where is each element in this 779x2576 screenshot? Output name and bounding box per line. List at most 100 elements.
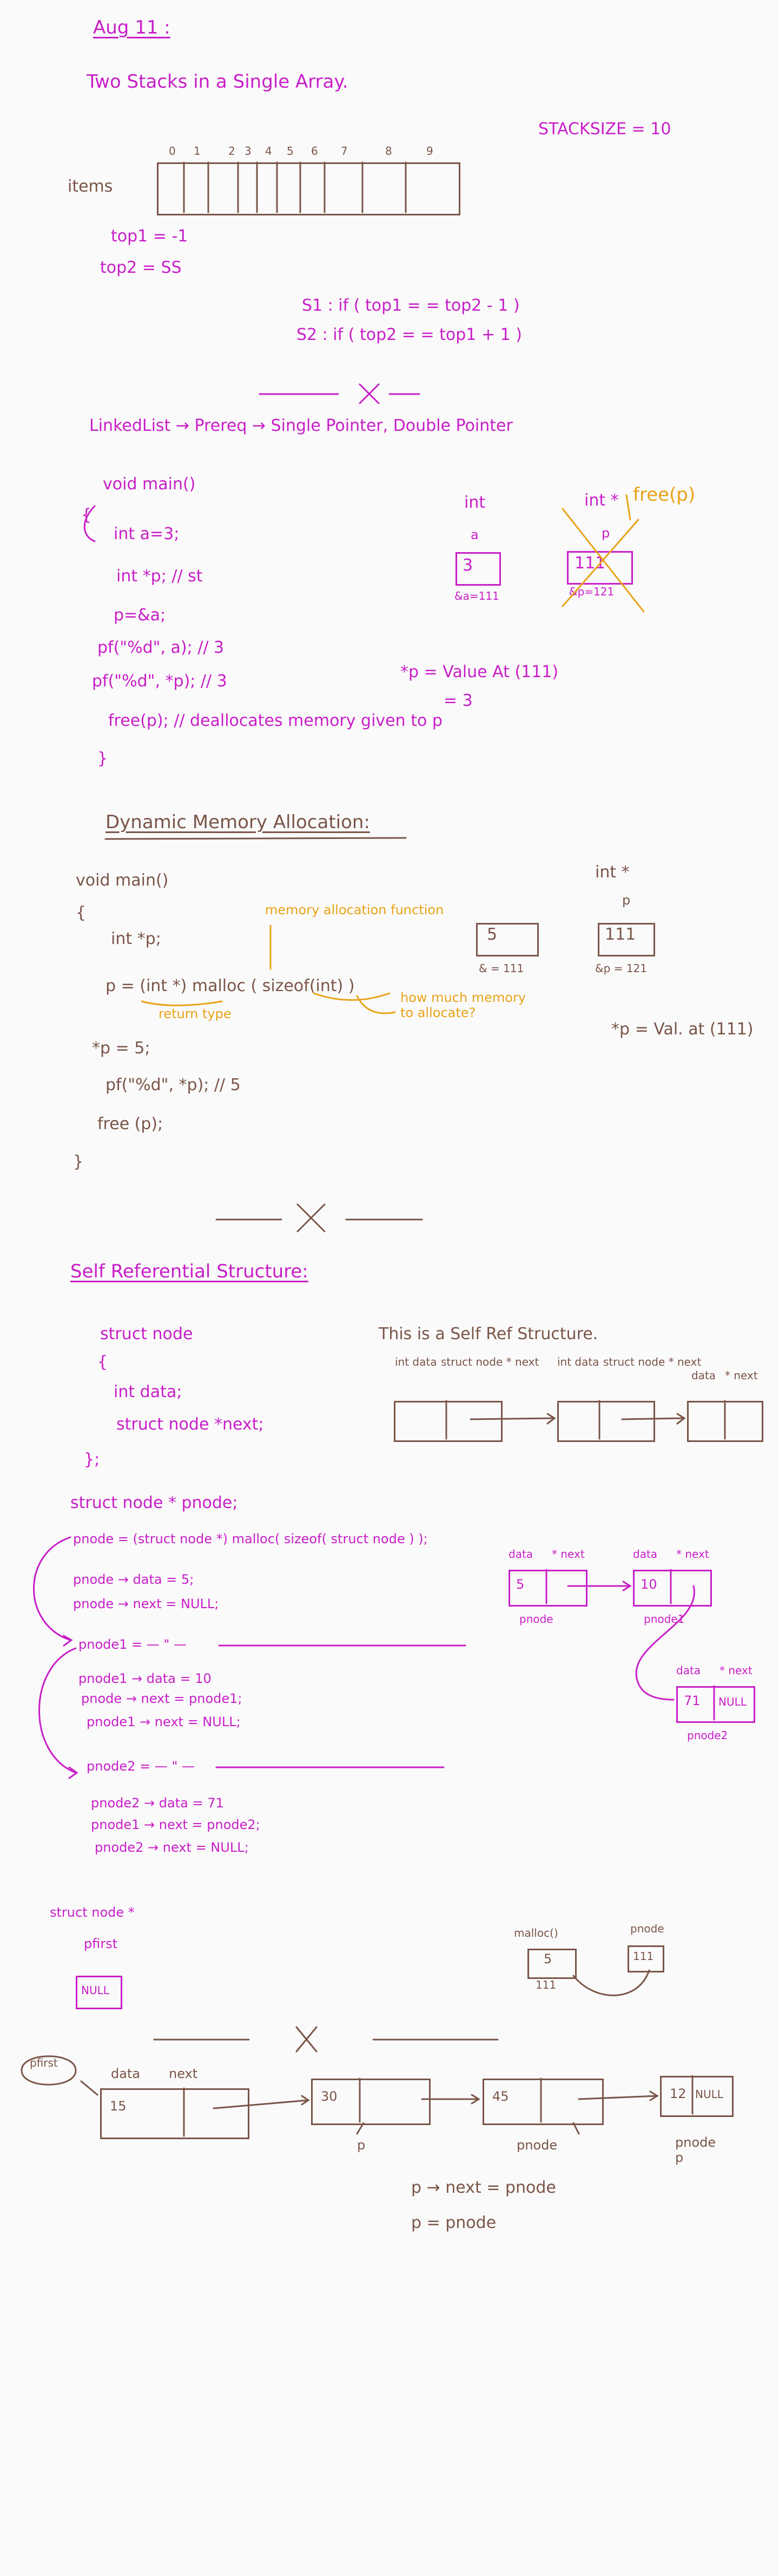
node-label: pnode2 (687, 1729, 728, 1742)
array-index: 1 (194, 145, 201, 158)
code-line: { (81, 506, 92, 525)
arrowhead (622, 1581, 632, 1591)
ptr-box (598, 923, 655, 956)
variable-a-value: 3 (463, 556, 473, 575)
field-label: * next (725, 1369, 758, 1382)
struct-node-box (394, 1401, 503, 1442)
code-line: int *p; // st (116, 567, 203, 586)
list-node-box (100, 2088, 249, 2139)
heap-value: 5 (487, 925, 498, 944)
arrowhead (63, 1635, 73, 1647)
node-next: NULL (718, 1695, 747, 1708)
self-ref-heading: Self Referential Structure: (70, 1261, 308, 1282)
code-line: struct node (100, 1325, 193, 1343)
free-arrow (625, 494, 631, 521)
code-line: pnode → next = pnode1; (81, 1691, 242, 1706)
separator-x-mark (295, 2026, 318, 2053)
ptr-value: 111 (605, 925, 636, 944)
pfirst-name: pfirst (84, 1936, 118, 1951)
pfirst-arrow (80, 2080, 98, 2096)
code-line: pnode1 → data = 10 (78, 1671, 212, 1686)
node-label: pnode (519, 1613, 553, 1625)
malloc-box (527, 1949, 577, 1979)
node-data-header: data (633, 1548, 658, 1561)
arrowhead (68, 1766, 78, 1779)
items-label: items (68, 177, 113, 196)
list-node-value: 12 (670, 2086, 686, 2101)
traverse-line-1: p → next = pnode (411, 2178, 556, 2197)
code-line: void main() (103, 475, 196, 494)
array-index: 4 (265, 145, 272, 158)
variable-a-box (455, 552, 501, 586)
array-index: 8 (385, 145, 392, 158)
top2-note: top2 = SS (100, 258, 182, 277)
return-type-note: return type (159, 1006, 232, 1021)
code-line: struct node *next; (116, 1415, 264, 1434)
separator-x-mark (296, 1203, 326, 1233)
code-line: free(p); // deallocates memory given to … (108, 711, 443, 730)
pnode-value: 111 (633, 1950, 654, 1963)
array-index: 7 (341, 145, 348, 158)
code-line: pf("%d", a); // 3 (97, 638, 225, 657)
arrowhead (676, 1413, 686, 1425)
code-line: { (76, 903, 87, 922)
pfirst-label: pfirst (30, 2056, 58, 2069)
node-data: 71 (684, 1693, 701, 1708)
list-node-value: 30 (321, 2089, 338, 2104)
field-label: struct node * next (441, 1355, 539, 1368)
list-node-box (311, 2079, 431, 2125)
linkedlist-prereq-heading: LinkedList → Prereq → Single Pointer, Do… (89, 416, 513, 435)
code-line: free (p); (97, 1115, 163, 1133)
field-label: int data (557, 1355, 599, 1368)
howmuch-arrow (356, 995, 396, 1014)
code-line: } (97, 749, 108, 768)
list-node-value: 45 (492, 2089, 509, 2104)
array-index: 3 (245, 145, 252, 158)
next-header: next (169, 2066, 198, 2081)
overflow-condition-s2: S2 : if ( top2 = = top1 + 1 ) (296, 325, 522, 344)
code-line: *p = 5; (92, 1039, 150, 1058)
struct-node-box (557, 1401, 655, 1442)
pointer-p-address: &p=121 (569, 585, 615, 598)
node-next-header: * next (552, 1548, 585, 1561)
malloc-address: 111 (536, 1978, 557, 1991)
items-array (157, 162, 460, 215)
field-label: data (691, 1369, 716, 1382)
int-a-name: a (471, 527, 479, 542)
field-label: struct node * next (603, 1355, 702, 1368)
int-p-name: p (602, 526, 610, 541)
code-line: pnode → data = 5; (73, 1572, 194, 1587)
array-index: 0 (169, 145, 176, 158)
code-line: void main() (76, 871, 169, 890)
malloc-value: 5 (544, 1951, 552, 1967)
stacksize-note: STACKSIZE = 10 (538, 120, 671, 139)
int-a-type: int (464, 493, 486, 512)
self-ref-caption: This is a Self Ref Structure. (379, 1325, 598, 1343)
date-heading: Aug 11 : (93, 17, 170, 38)
heap-address: & = 111 (479, 962, 524, 975)
pnode-under-label: pnode (517, 2138, 558, 2153)
node-next-header: * next (719, 1664, 752, 1677)
stack-title: Two Stacks in a Single Array. (87, 71, 348, 93)
arrowhead (546, 1413, 556, 1425)
pnode-decl: struct node * pnode; (70, 1493, 238, 1512)
code-line: p = (int *) malloc ( sizeof(int) ) (105, 976, 355, 995)
code-line: pnode = (struct node *) malloc( sizeof( … (73, 1531, 428, 1546)
code-line: pnode1 → next = NULL; (87, 1714, 241, 1729)
data-header: data (111, 2066, 141, 2081)
array-index: 2 (228, 145, 235, 158)
code-line: int data; (114, 1382, 182, 1401)
array-index: 6 (311, 145, 318, 158)
traverse-line-2: p = pnode (411, 2213, 497, 2232)
array-index: 9 (426, 145, 433, 158)
node-next-header: * next (676, 1548, 709, 1561)
node-box (509, 1570, 587, 1607)
node-data: 10 (641, 1577, 657, 1592)
code-line: pf("%d", *p); // 3 (92, 672, 227, 691)
flow-bracket (38, 1647, 77, 1774)
code-line: int *p; (111, 929, 161, 948)
struct-node-box (687, 1401, 763, 1442)
node-box (676, 1686, 755, 1723)
list-node-box (660, 2076, 734, 2117)
